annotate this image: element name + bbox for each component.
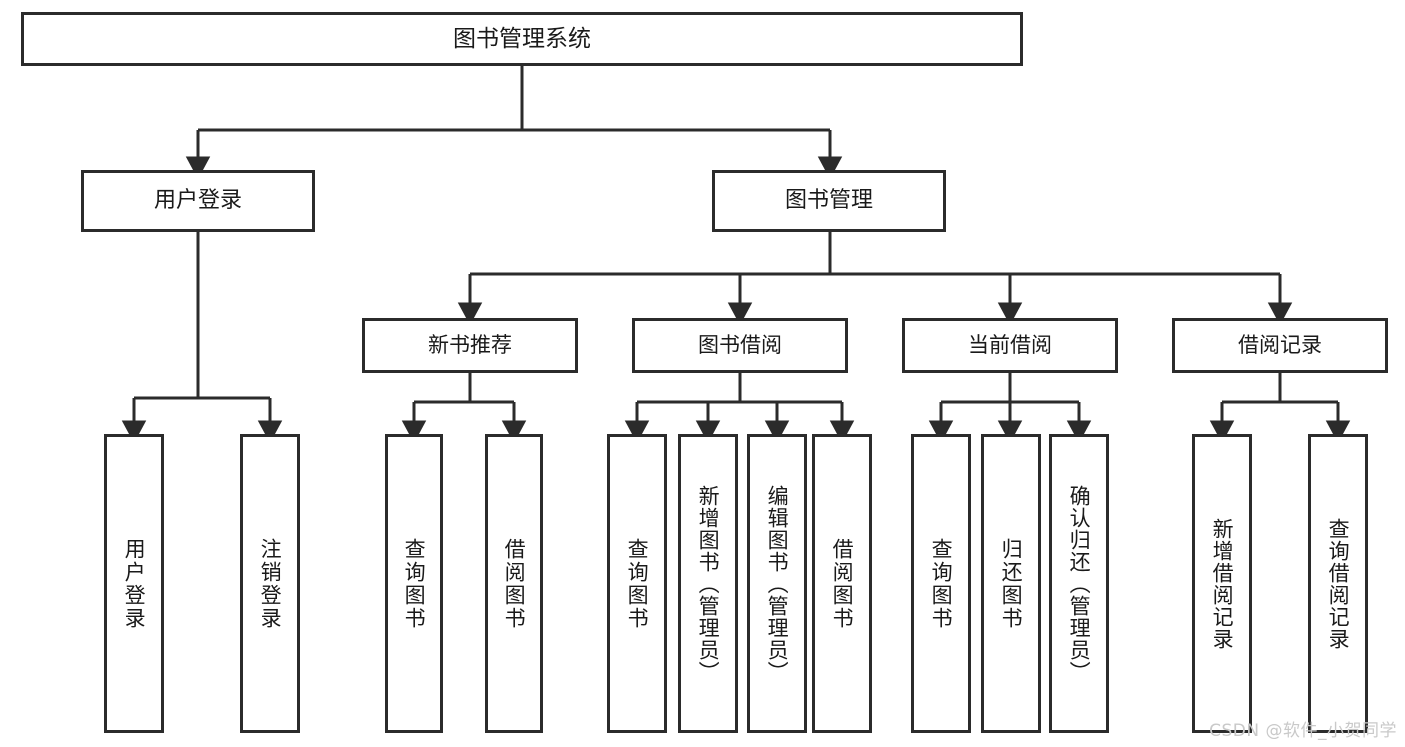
leaf-logout-login[interactable]: 注销登录 xyxy=(240,434,300,733)
leaf-query-book-1[interactable]: 查询图书 xyxy=(385,434,443,733)
leaf-borrow-book-1-label: 借阅图书 xyxy=(502,537,527,630)
leaf-query-book-3[interactable]: 查询图书 xyxy=(911,434,971,733)
leaf-return-book-label: 归还图书 xyxy=(999,537,1024,630)
node-borrow-record[interactable]: 借阅记录 xyxy=(1172,318,1388,373)
leaf-logout-login-label: 注销登录 xyxy=(258,537,283,630)
leaf-query-book-2[interactable]: 查询图书 xyxy=(607,434,667,733)
node-borrow-record-label: 借阅记录 xyxy=(1238,333,1322,358)
leaf-user-login-label: 用户登录 xyxy=(122,537,147,630)
leaf-add-borrow-record-label: 新增借阅记录 xyxy=(1210,517,1235,650)
node-book-borrow[interactable]: 图书借阅 xyxy=(632,318,848,373)
csdn-watermark: CSDN @软件_小贺同学 xyxy=(1209,721,1397,741)
node-root-label: 图书管理系统 xyxy=(453,25,591,52)
node-user-login-label: 用户登录 xyxy=(153,188,242,214)
node-book-borrow-label: 图书借阅 xyxy=(698,333,782,358)
node-current-borrow[interactable]: 当前借阅 xyxy=(902,318,1118,373)
node-current-borrow-label: 当前借阅 xyxy=(968,333,1052,358)
node-user-login[interactable]: 用户登录 xyxy=(81,170,315,232)
node-root[interactable]: 图书管理系统 xyxy=(21,12,1023,66)
node-new-book-recommend-label: 新书推荐 xyxy=(428,333,512,358)
node-book-management[interactable]: 图书管理 xyxy=(712,170,946,232)
leaf-return-book[interactable]: 归还图书 xyxy=(981,434,1041,733)
leaf-user-login[interactable]: 用户登录 xyxy=(104,434,164,733)
leaf-query-borrow-record[interactable]: 查询借阅记录 xyxy=(1308,434,1368,733)
leaf-borrow-book-2[interactable]: 借阅图书 xyxy=(812,434,872,733)
leaf-query-book-3-label: 查询图书 xyxy=(929,537,954,630)
node-new-book-recommend[interactable]: 新书推荐 xyxy=(362,318,578,373)
leaf-add-book[interactable]: 新增图书（管理员） xyxy=(678,434,738,733)
leaf-edit-book[interactable]: 编辑图书（管理员） xyxy=(747,434,807,733)
leaf-edit-book-label: 编辑图书（管理员） xyxy=(765,484,790,683)
leaf-query-book-2-label: 查询图书 xyxy=(625,537,650,630)
leaf-borrow-book-2-label: 借阅图书 xyxy=(830,537,855,630)
leaf-add-book-label: 新增图书（管理员） xyxy=(696,484,721,683)
leaf-borrow-book-1[interactable]: 借阅图书 xyxy=(485,434,543,733)
leaf-query-borrow-record-label: 查询借阅记录 xyxy=(1326,517,1351,650)
leaf-confirm-return[interactable]: 确认归还（管理员） xyxy=(1049,434,1109,733)
leaf-query-book-1-label: 查询图书 xyxy=(402,537,427,630)
node-book-management-label: 图书管理 xyxy=(784,188,873,214)
leaf-add-borrow-record[interactable]: 新增借阅记录 xyxy=(1192,434,1252,733)
leaf-confirm-return-label: 确认归还（管理员） xyxy=(1067,484,1092,683)
